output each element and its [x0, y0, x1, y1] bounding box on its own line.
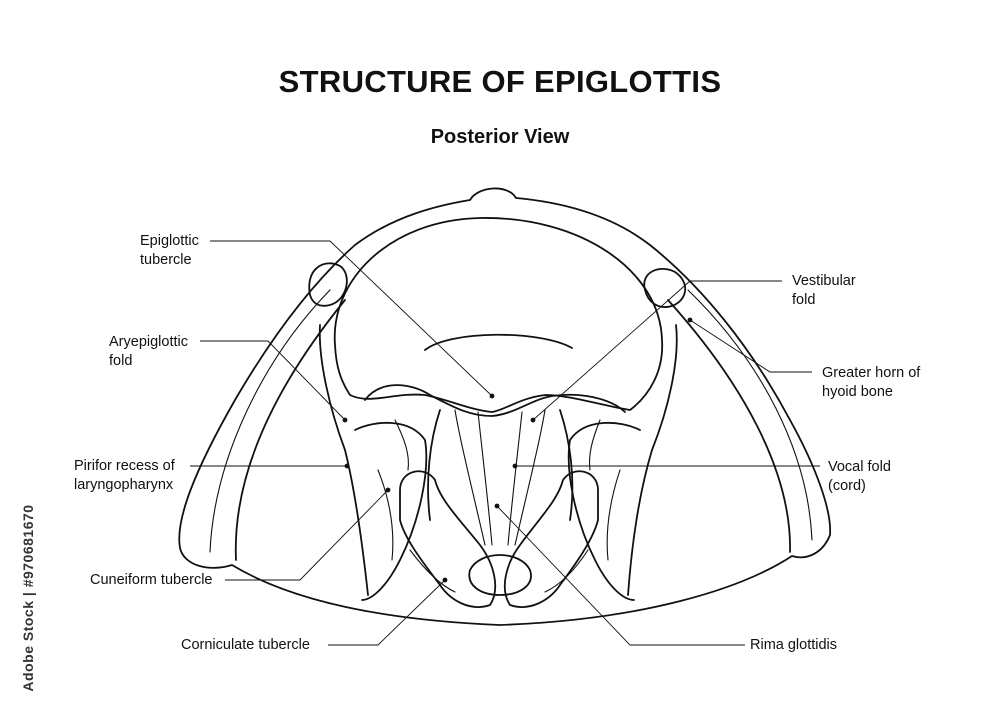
- outer-outline: [178, 187, 832, 626]
- hyoid-inner-right-2: [687, 289, 813, 541]
- leader-pirifor-recess: [190, 463, 350, 469]
- leader-epiglottic-tubercle: [210, 240, 495, 399]
- label-greater-horn: Greater horn of hyoid bone: [822, 365, 921, 400]
- vestibular-right: [559, 409, 574, 521]
- vestibular-left: [427, 409, 441, 521]
- label-pirifor-recess: Pirifor recess of laryngopharynx: [74, 458, 175, 493]
- label-aryepiglottic-fold: Aryepiglottic fold: [109, 334, 188, 369]
- epiglottic-tubercle-curve: [424, 333, 573, 351]
- aryepiglottic-right: [627, 324, 678, 596]
- cuneiform-right: [567, 421, 641, 601]
- greater-horn-right: [643, 268, 687, 308]
- leader-vestibular-fold: [530, 280, 782, 423]
- vocal-right: [514, 409, 546, 546]
- epiglottis-rim: [364, 384, 626, 417]
- hyoid-inner-left: [234, 299, 346, 561]
- label-vestibular-fold: Vestibular fold: [792, 273, 856, 308]
- leader-vocal-fold: [512, 463, 820, 469]
- page-title: STRUCTURE OF EPIGLOTTIS: [278, 64, 722, 99]
- vocal-left: [454, 409, 486, 546]
- page-subtitle: Posterior View: [430, 126, 570, 148]
- label-epiglottic-tubercle: Epiglottic tubercle: [140, 233, 199, 268]
- greater-horn-left: [308, 262, 348, 307]
- rima-right: [507, 411, 523, 546]
- leader-corniculate-tubercle: [328, 577, 448, 646]
- corniculate-right: [503, 470, 599, 608]
- cuneiform-left: [354, 421, 428, 601]
- leader-greater-horn: [687, 317, 812, 373]
- aryepiglottic-left: [318, 324, 369, 596]
- posterior-commissure: [468, 554, 532, 596]
- epiglottis-leaf: [333, 217, 664, 413]
- corniculate-left: [399, 470, 497, 608]
- hyoid-inner-left-2: [209, 289, 331, 553]
- label-vocal-fold: Vocal fold (cord): [828, 459, 891, 494]
- label-rima-glottidis: Rima glottidis: [750, 637, 838, 653]
- leader-rima-glottidis: [494, 503, 745, 646]
- stock-id-watermark: Adobe Stock | #970681670: [20, 504, 36, 692]
- label-corniculate-tubercle: Corniculate tubercle: [181, 637, 310, 653]
- hyoid-inner-right: [667, 299, 791, 553]
- label-cuneiform-tubercle: Cuneiform tubercle: [90, 572, 213, 588]
- rima-left: [477, 411, 493, 546]
- leader-cuneiform-tubercle: [225, 487, 391, 581]
- leader-aryepiglottic-fold: [200, 340, 348, 423]
